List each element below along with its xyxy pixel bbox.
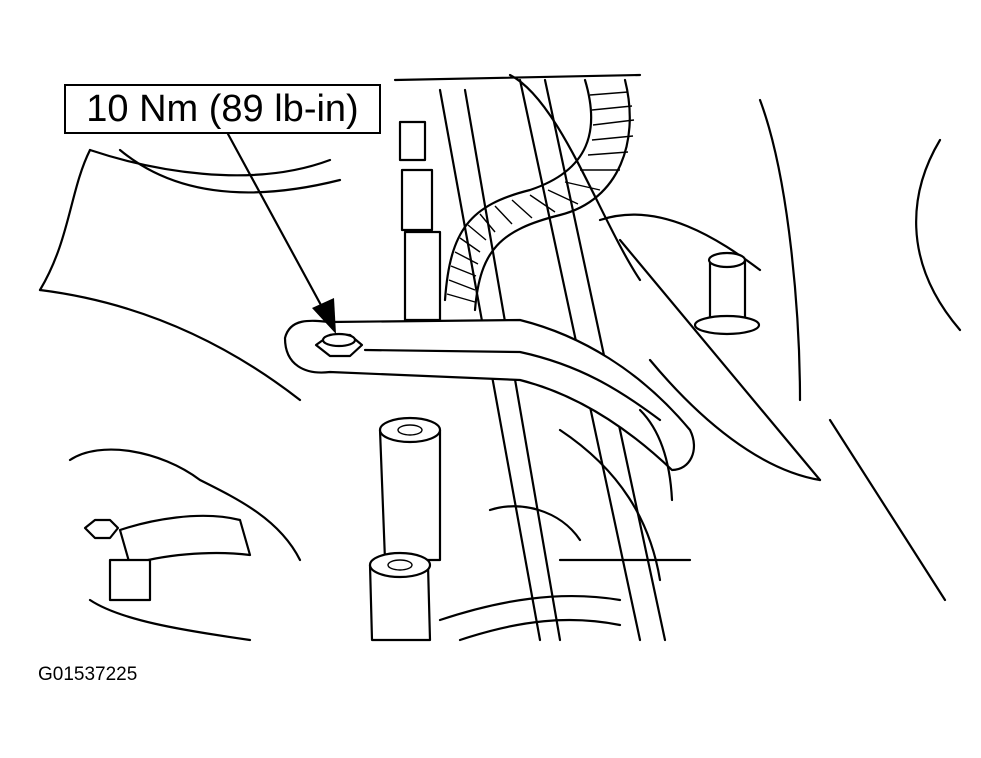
lower-posts [368,416,442,642]
support-bracket [283,318,696,502]
upright-studs [398,120,442,322]
mounting-stud-right [693,251,761,336]
bracket-bolt [314,332,364,358]
torque-callout-label: 10 Nm (89 lb-in) [64,84,381,134]
figure-id-label: G01537225 [38,664,138,685]
callout-leader-arrow [226,132,336,334]
wiring-harness [443,78,635,312]
lower-right-components [438,505,692,642]
lower-left-cable [68,448,302,642]
